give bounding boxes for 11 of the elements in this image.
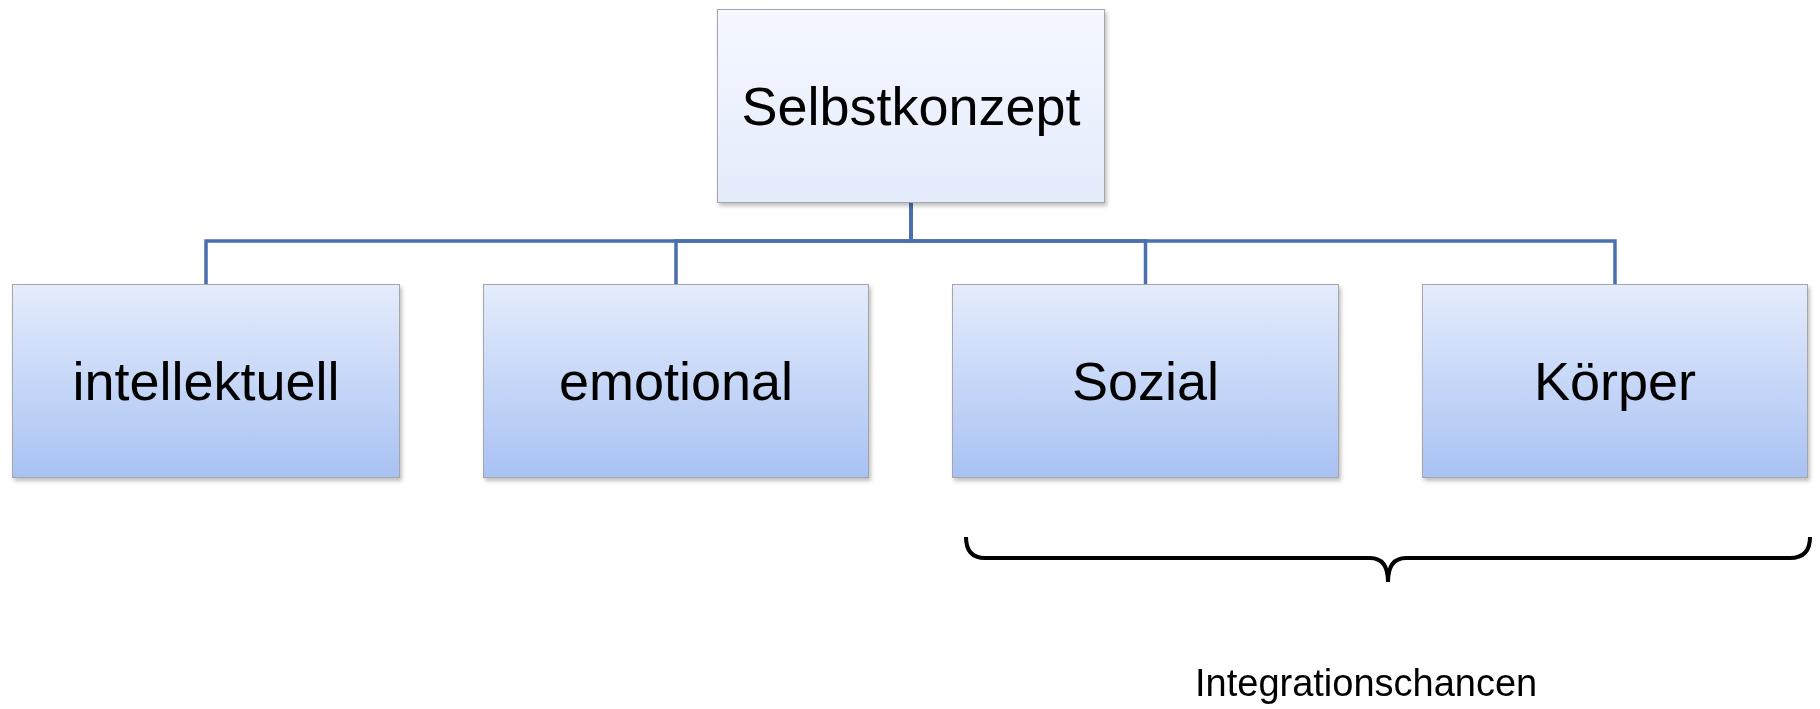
- box-label: emotional: [558, 350, 794, 412]
- box-label: Körper: [1533, 350, 1697, 412]
- concept-box: [1422, 284, 1808, 478]
- box-label: Selbstkonzept: [741, 75, 1081, 137]
- concept-box: [717, 9, 1105, 203]
- concept-box: [483, 284, 869, 478]
- concept-box: [952, 284, 1339, 478]
- concept-box: [12, 284, 400, 478]
- box-label: Sozial: [1071, 350, 1220, 412]
- box-label: intellektuell: [72, 350, 340, 412]
- bracket-label: Integrationschancen: [1195, 662, 1538, 705]
